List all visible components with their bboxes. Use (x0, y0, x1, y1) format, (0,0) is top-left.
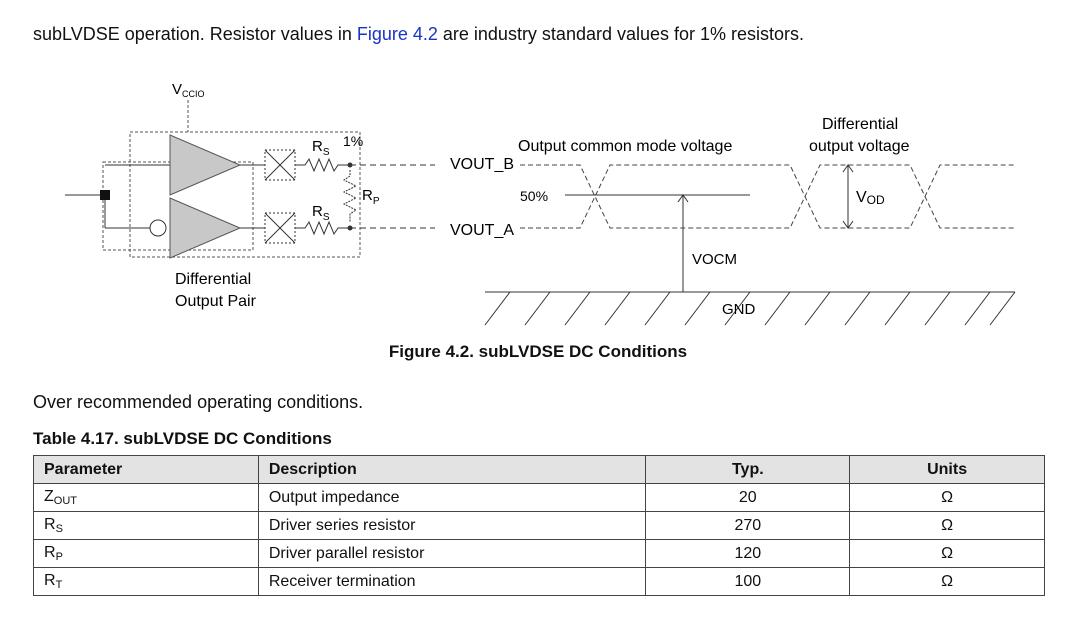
conditions-table: Parameter Description Typ. Units ZOUT Ou… (33, 455, 1045, 596)
desc-cell: Driver series resistor (257, 511, 647, 540)
unit-cell: Ω (849, 567, 1045, 596)
table-header-row: Parameter Description Typ. Units (33, 455, 1045, 484)
one-percent-label: 1% (343, 133, 363, 149)
unit-cell: Ω (849, 483, 1045, 512)
param-cell: RT (33, 567, 259, 596)
typ-cell: 120 (645, 539, 851, 568)
vccio-label: VCCIO (172, 81, 205, 99)
inverter-bubble (149, 219, 167, 237)
vod-label: VOD (856, 189, 885, 207)
header-units: Units (849, 455, 1045, 484)
param-cell: RP (33, 539, 259, 568)
driver-top (169, 134, 242, 196)
rs-bottom-label: RS (312, 203, 330, 223)
table-row: RP Driver parallel resistor 120 Ω (33, 539, 1045, 568)
rs-top-label: RS (312, 138, 330, 158)
intro-text: subLVDSE operation. Resistor values in F… (33, 24, 804, 45)
param-cell: ZOUT (33, 483, 259, 512)
desc-cell: Driver parallel resistor (257, 539, 647, 568)
typ-cell: 20 (645, 483, 851, 512)
gnd-label: GND (722, 301, 756, 318)
intro-before: subLVDSE operation. Resistor values in (33, 24, 357, 44)
param-cell: RS (33, 511, 259, 540)
header-description: Description (257, 455, 647, 484)
desc-cell: Receiver termination (257, 567, 647, 596)
input-node (100, 190, 110, 200)
dashed-boxes (102, 100, 361, 258)
desc-cell: Output impedance (257, 483, 647, 512)
table-row: ZOUT Output impedance 20 Ω (33, 483, 1045, 512)
circuit-diagram: VCCIO RS 1% RP RS Differential Output Pa… (65, 81, 1016, 326)
table-row: RS Driver series resistor 270 Ω (33, 511, 1045, 540)
common-mode-label: Output common mode voltage (518, 138, 732, 155)
diff-pair-label-1: Differential (175, 271, 251, 288)
figure-link[interactable]: Figure 4.2 (356, 24, 438, 44)
vout-b-label: VOUT_B (450, 156, 514, 173)
header-parameter: Parameter (33, 455, 259, 484)
vocm-label: VOCM (692, 251, 737, 268)
differential-label-1: Differential (822, 116, 898, 133)
fifty-percent-label: 50% (520, 188, 548, 204)
differential-label-2: output voltage (809, 138, 910, 155)
figure-4-2: VCCIO RS 1% RP RS Differential Output Pa… (0, 70, 1076, 370)
unit-cell: Ω (849, 511, 1045, 540)
rp-label: RP (362, 187, 380, 207)
conditions-text: Over recommended operating conditions. (33, 392, 364, 412)
unit-cell: Ω (849, 539, 1045, 568)
typ-cell: 270 (645, 511, 851, 540)
waveforms (520, 164, 1015, 229)
vout-a-label: VOUT_A (450, 222, 514, 239)
typ-cell: 100 (645, 567, 851, 596)
table-title: Table 4.17. subLVDSE DC Conditions (33, 429, 332, 448)
header-typ: Typ. (645, 455, 851, 484)
ground-hatch (484, 291, 1016, 326)
table-row: RT Receiver termination 100 Ω (33, 567, 1045, 596)
diff-pair-label-2: Output Pair (175, 293, 257, 310)
driver-bottom (169, 197, 242, 259)
figure-caption: Figure 4.2. subLVDSE DC Conditions (388, 342, 688, 361)
intro-after: are industry standard values for 1% resi… (437, 24, 805, 44)
